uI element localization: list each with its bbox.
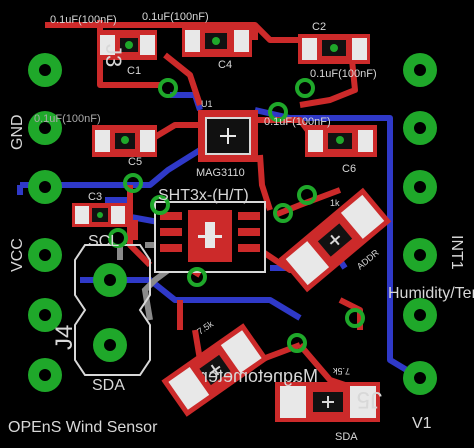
capacitor-c6 xyxy=(305,125,377,157)
vias xyxy=(108,78,365,353)
ref-j3: J3 xyxy=(101,44,126,67)
capacitor-c2 xyxy=(298,34,370,64)
cap-ref-c4: C4 xyxy=(218,59,232,71)
ref-j4: J4 xyxy=(51,325,78,350)
cap-ref-c1: C1 xyxy=(127,65,141,77)
resistor-7-5k-b xyxy=(275,382,380,422)
label-mag3110: MAG3110 xyxy=(196,167,245,179)
label-sda-bottom: SDA xyxy=(335,431,358,443)
label-v1: V1 xyxy=(412,415,432,432)
right-header xyxy=(403,53,437,395)
board-title: OPEnS Wind Sensor xyxy=(8,419,158,436)
smd-components xyxy=(72,25,392,422)
connector-outlines xyxy=(74,244,151,376)
cap-ref-c5: C5 xyxy=(128,156,142,168)
cap-ref-c3: C3 xyxy=(88,191,102,203)
cap-value-c6: 0.1uF(100nF) xyxy=(264,116,331,128)
i2c-jumper-pads xyxy=(93,263,127,362)
ic-mag3110 xyxy=(198,110,258,162)
cap-ref-c2: C2 xyxy=(312,21,326,33)
capacitor-c1 xyxy=(97,30,157,60)
ref-j5: J5 xyxy=(357,386,382,413)
label-int1: INT1 xyxy=(448,235,465,270)
label-1k: 1k xyxy=(330,198,340,208)
cap-value-c5: 0.1uF(100nF) xyxy=(34,113,101,125)
resistor-7-5k-a xyxy=(161,323,269,417)
label-scl: SCL xyxy=(88,233,119,250)
label-7-5k-b: 7.5k xyxy=(332,366,350,376)
label-u1: U1 xyxy=(201,99,213,109)
resistor-addr xyxy=(278,187,392,293)
capacitor-c5 xyxy=(92,125,157,157)
capacitor-c3 xyxy=(72,203,128,227)
cap-value-c1: 0.1uF(100nF) xyxy=(50,14,117,26)
label-sht3x: SHT3x-(H/T) xyxy=(158,187,249,204)
label-humidity-temp: Humidity/Temp xyxy=(388,285,474,302)
through-hole-pads xyxy=(28,53,437,395)
label-sda-jumper: SDA xyxy=(92,377,125,394)
ic-sht3x xyxy=(154,201,266,273)
top-copper-traces xyxy=(45,20,363,393)
cap-value-c2: 0.1uF(100nF) xyxy=(310,68,377,80)
label-vcc: VCC xyxy=(9,238,26,272)
label-magnetometer: Magnetometer xyxy=(202,366,318,386)
cap-ref-c6: C6 xyxy=(342,163,356,175)
capacitor-c4 xyxy=(182,25,252,57)
cap-value-c4: 0.1uF(100nF) xyxy=(142,11,209,23)
left-header xyxy=(28,53,62,392)
label-gnd: GND xyxy=(9,114,26,150)
